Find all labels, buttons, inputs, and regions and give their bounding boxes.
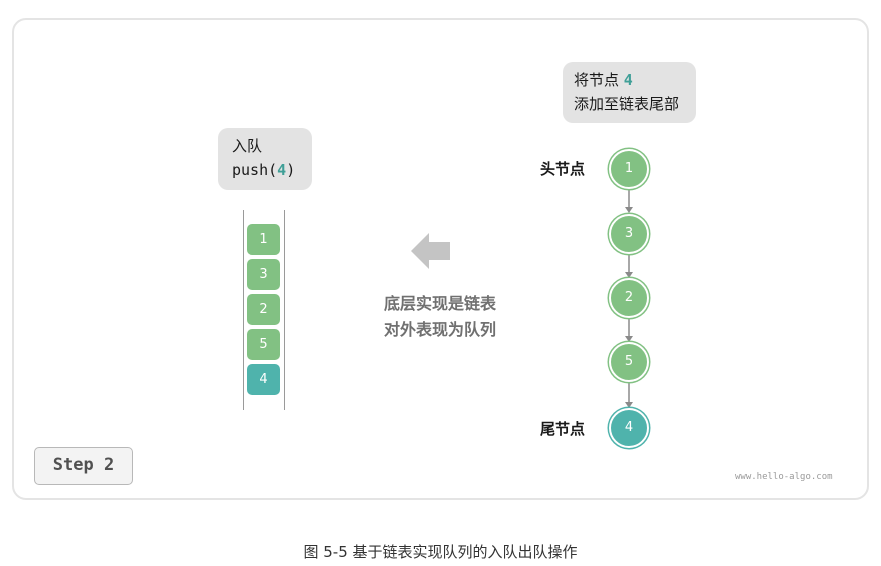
step-button[interactable]: Step 2 — [34, 447, 133, 485]
list-node: 1 — [609, 149, 649, 189]
queue-item-new: 4 — [247, 364, 280, 395]
push-operation-bubble: 入队 push(4) — [218, 128, 312, 190]
list-node-value: 3 — [624, 226, 634, 241]
queue-right-rail — [284, 210, 285, 410]
implementation-note-line1: 底层实现是链表 — [383, 294, 496, 313]
queue-left-rail — [243, 210, 244, 410]
list-node: 3 — [609, 214, 649, 254]
tail-node-label: 尾节点 — [540, 420, 586, 438]
list-node-value: 5 — [624, 354, 634, 369]
queue-item: 3 — [247, 259, 280, 290]
push-label: 入队 — [232, 137, 263, 155]
list-node-tail: 4 — [609, 408, 649, 448]
list-node: 5 — [609, 342, 649, 382]
list-node: 2 — [609, 278, 649, 318]
queue-item-value: 5 — [259, 337, 268, 352]
queue-item-value: 4 — [259, 372, 268, 387]
push-code: push(4) — [232, 158, 312, 182]
left-arrow-icon — [411, 233, 450, 269]
link-arrowhead — [625, 336, 633, 342]
figure-caption: 图 5-5 基于链表实现队列的入队出队操作 — [303, 543, 578, 561]
push-code-arg: 4 — [277, 161, 287, 179]
queue-item-value: 3 — [259, 267, 268, 282]
push-code-suffix: ) — [286, 161, 296, 179]
append-line1-text: 将节点 — [574, 71, 624, 89]
implementation-note-line2: 对外表现为队列 — [383, 320, 496, 339]
link-arrowhead — [625, 272, 633, 278]
queue-item: 1 — [247, 224, 280, 255]
link-arrowhead — [625, 402, 633, 408]
append-line1: 将节点 4 — [574, 68, 696, 92]
queue-item: 2 — [247, 294, 280, 325]
list-node-value: 1 — [624, 161, 634, 176]
list-node-value: 4 — [624, 420, 634, 435]
link-arrowhead — [625, 207, 633, 213]
queue-item: 5 — [247, 329, 280, 360]
queue-item-value: 2 — [259, 302, 268, 317]
push-code-prefix: push( — [232, 161, 278, 179]
queue-item-value: 1 — [259, 232, 268, 247]
head-node-label: 头节点 — [540, 160, 586, 178]
watermark: www.hello-algo.com — [735, 472, 833, 482]
append-line2: 添加至链表尾部 — [574, 95, 680, 113]
implementation-note: 底层实现是链表 对外表现为队列 — [340, 291, 540, 343]
append-line1-value: 4 — [623, 71, 633, 89]
append-tail-bubble: 将节点 4 添加至链表尾部 — [563, 62, 696, 123]
list-node-value: 2 — [624, 290, 634, 305]
